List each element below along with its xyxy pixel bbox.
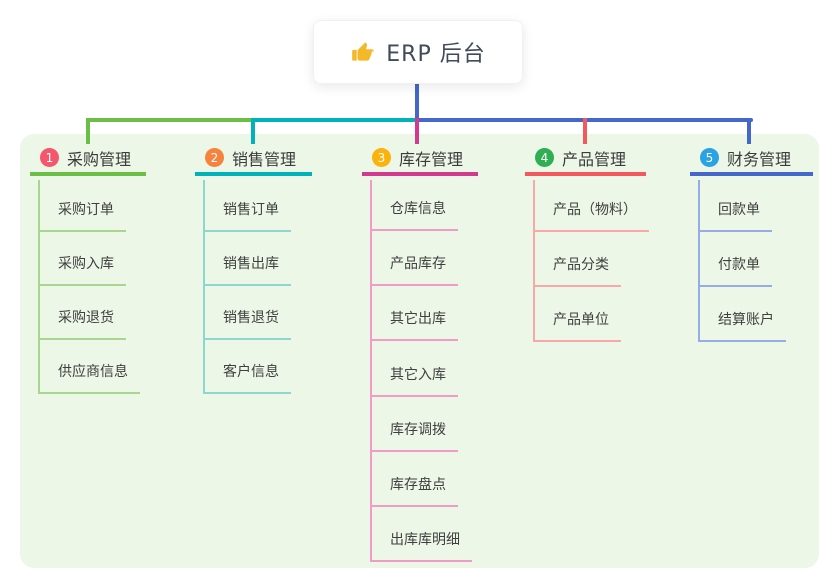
branch-label-sales: 销售管理: [232, 149, 297, 169]
branches-panel: [20, 134, 819, 568]
child-node[interactable]: 仓库信息: [370, 199, 458, 231]
connector-bus-purchase: [86, 118, 255, 122]
branch-badge-3: 3: [372, 148, 391, 167]
branch-trunk-finance: [698, 180, 700, 342]
child-node[interactable]: 其它出库: [370, 309, 458, 341]
child-node[interactable]: 销售出库: [203, 254, 291, 286]
connector-drop-inventory: [415, 118, 419, 144]
branch-header-sales[interactable]: 2 销售管理: [195, 143, 312, 176]
branch-header-inventory[interactable]: 3 库存管理: [362, 143, 478, 176]
child-node[interactable]: 产品分类: [533, 255, 621, 287]
branch-header-product[interactable]: 4 产品管理: [525, 143, 646, 176]
child-node[interactable]: 结算账户: [698, 310, 786, 342]
child-node[interactable]: 供应商信息: [38, 362, 140, 394]
root-connector-line: [415, 82, 419, 120]
branch-badge-5: 5: [700, 148, 719, 167]
child-node[interactable]: 销售退货: [203, 308, 291, 340]
child-node[interactable]: 产品（物料）: [533, 200, 649, 232]
connector-drop-product: [583, 118, 587, 144]
child-node[interactable]: 客户信息: [203, 362, 291, 394]
child-node[interactable]: 库存调拨: [370, 420, 458, 452]
root-node-label: ERP 后台: [386, 42, 486, 67]
branch-label-finance: 财务管理: [727, 149, 792, 169]
child-node[interactable]: 采购订单: [38, 200, 126, 232]
child-node[interactable]: 产品库存: [370, 254, 458, 286]
thumbs-up-icon: [350, 39, 376, 65]
child-node[interactable]: 采购入库: [38, 254, 126, 286]
branch-header-finance[interactable]: 5 财务管理: [690, 143, 813, 176]
child-node[interactable]: 产品单位: [533, 310, 621, 342]
connector-drop-sales: [251, 118, 255, 144]
branch-badge-2: 2: [205, 148, 224, 167]
child-node[interactable]: 出库库明细: [370, 530, 472, 562]
branch-label-purchase: 采购管理: [67, 149, 132, 169]
branch-badge-1: 1: [40, 148, 59, 167]
child-node[interactable]: 回款单: [698, 200, 772, 232]
child-node[interactable]: 付款单: [698, 255, 772, 287]
branch-trunk-inventory: [370, 180, 372, 562]
branch-label-product: 产品管理: [562, 149, 627, 169]
child-node[interactable]: 销售订单: [203, 200, 291, 232]
connector-bus-sales: [251, 118, 419, 122]
branch-trunk-purchase: [38, 180, 40, 394]
connector-drop-purchase: [86, 118, 90, 144]
root-node-erp[interactable]: ERP 后台: [313, 20, 523, 84]
child-node[interactable]: 采购退货: [38, 308, 126, 340]
child-node[interactable]: 其它入库: [370, 365, 458, 397]
branch-trunk-sales: [203, 180, 205, 394]
branch-header-purchase[interactable]: 1 采购管理: [30, 143, 146, 176]
branch-trunk-product: [533, 180, 535, 342]
child-node[interactable]: 库存盘点: [370, 475, 458, 507]
branch-badge-4: 4: [535, 148, 554, 167]
connector-drop-finance: [747, 118, 751, 144]
branch-label-inventory: 库存管理: [399, 149, 464, 169]
